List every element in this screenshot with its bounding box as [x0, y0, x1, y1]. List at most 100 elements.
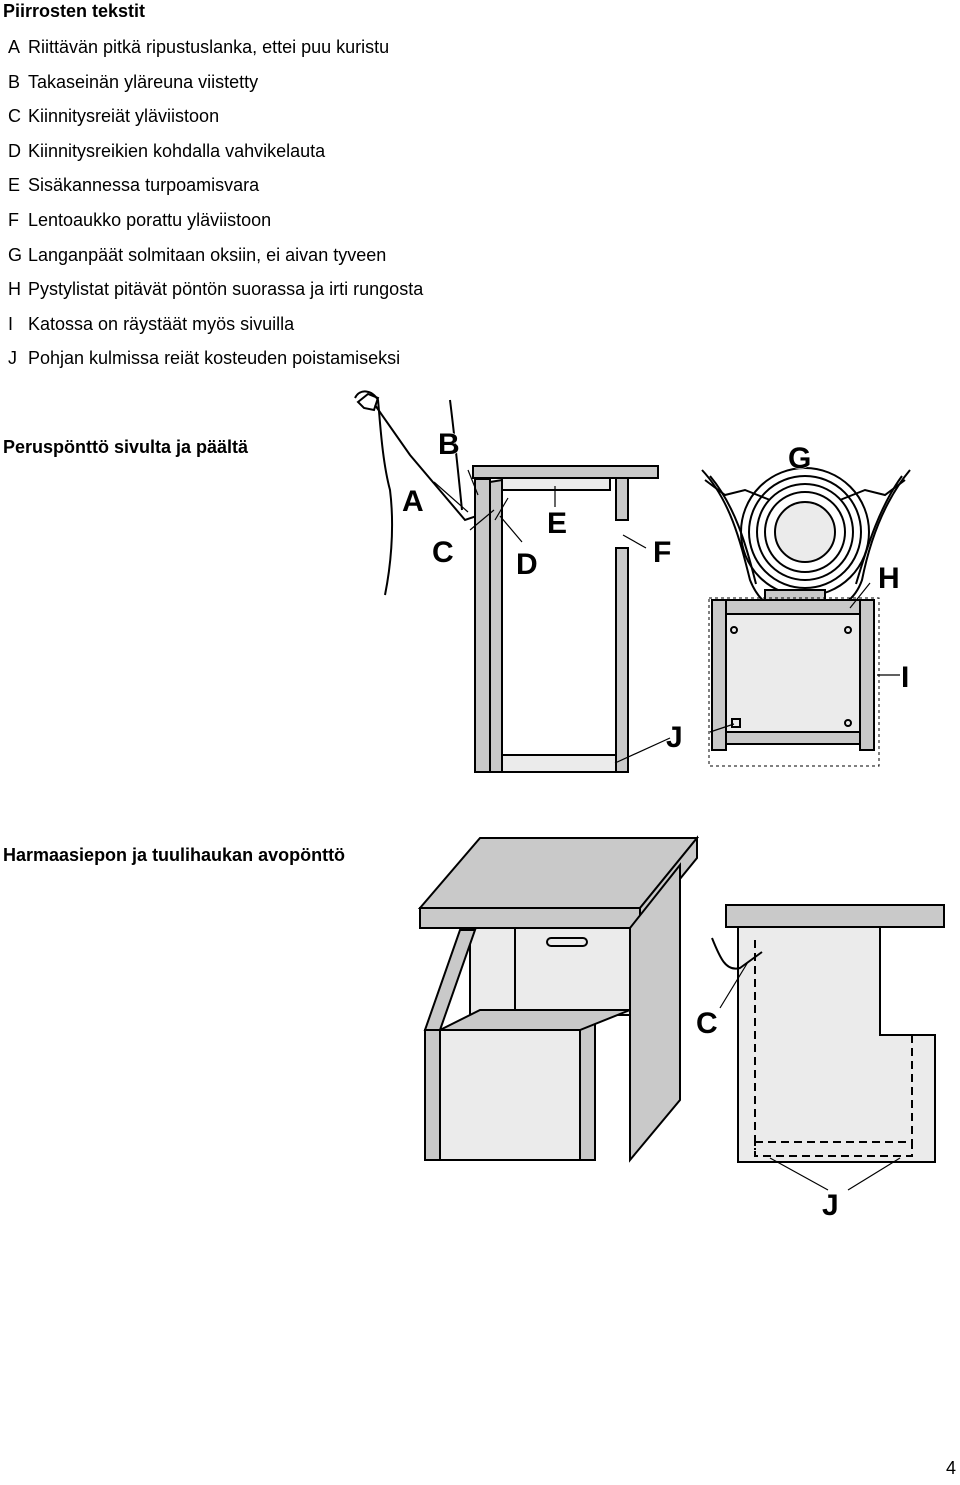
label-D: D [516, 548, 538, 581]
leader-J [709, 723, 735, 733]
wire-knot [356, 392, 380, 412]
front-wall-upper [615, 477, 629, 521]
legend-item: F Lentoaukko porattu yläviistoon [8, 209, 423, 244]
screw-icon [730, 626, 738, 634]
box-body [737, 926, 936, 1163]
front-lower-wall [439, 1029, 581, 1161]
legend-list: A Riittävän pitkä ripustuslanka, ettei pu… [8, 36, 423, 382]
open-box-perspective-diagram [417, 835, 700, 1163]
legend-letter: I [8, 313, 14, 334]
mounting-hole-C [494, 497, 509, 521]
roof-front-edge [419, 907, 641, 929]
hanging-wire [711, 937, 763, 970]
section-title-basic-box: Peruspönttö sivulta ja päältä [3, 437, 249, 457]
legend-text: Kiinnitysreikien kohdalla vahvikelauta [28, 140, 326, 161]
box-top-panel [725, 601, 861, 745]
leader-B [467, 469, 479, 496]
wire-right-2 [855, 475, 903, 585]
front-wall-top-edge [439, 1009, 631, 1031]
leader-J-left [769, 1157, 829, 1191]
leader-D [499, 515, 523, 543]
legend-letter: A [8, 37, 21, 57]
legend-letter: C [8, 106, 21, 127]
legend-text: Pohjan kulmissa reiät kosteuden poistami… [28, 348, 401, 369]
label-J: J [822, 1189, 839, 1222]
handle-icon [546, 937, 588, 947]
leader-A [433, 481, 469, 513]
legend-item: D Kiinnitysreikien kohdalla vahvikelauta [8, 140, 423, 175]
label-E: E [547, 507, 567, 540]
legend-title: Piirrosten tekstit [3, 1, 146, 21]
tree-trunk-outline [354, 390, 394, 596]
front-post-left [424, 1029, 441, 1161]
panel-bottom-edge [725, 731, 861, 745]
legend-letter: J [8, 348, 17, 369]
open-box-side-diagram: C J [695, 904, 945, 1223]
legend-item: E Sisäkannessa turpoamisvara [8, 174, 423, 209]
roof-board [472, 465, 659, 479]
roof-outline-dashed [708, 597, 880, 767]
legend-text: Langanpäät solmitaan oksiin, ei aivan ty… [28, 244, 387, 265]
section-title-open-box: Harmaasiepon ja tuulihaukan avopönttö [3, 845, 346, 865]
roof-board [725, 904, 945, 928]
leader-C [719, 961, 749, 1009]
label-I: I [901, 661, 909, 694]
basic-box-top-diagram: G H I J [665, 441, 911, 767]
legend-text: Riittävän pitkä ripustuslanka, ettei puu… [28, 37, 390, 57]
label-H: H [878, 562, 900, 595]
legend-item: I Katossa on räystäät myös sivuilla [8, 313, 423, 348]
tree-trunk-ring-3 [756, 483, 854, 581]
back-wall [474, 478, 491, 773]
legend-letter: G [8, 244, 23, 265]
legend-item: H Pystylistat pitävät pöntön suorassa ja … [8, 278, 423, 313]
left-side-wall [423, 929, 477, 1031]
label-F: F [653, 536, 671, 569]
legend-text: Takaseinän yläreuna viistetty [28, 71, 259, 92]
label-J: J [666, 721, 683, 754]
label-C: C [696, 1007, 718, 1040]
leader-C [469, 509, 495, 531]
legend-item: C Kiinnitysreiät yläviistoon [8, 105, 423, 140]
legend-letter: B [8, 71, 21, 92]
legend-letter: D [8, 140, 21, 161]
knot-left [704, 479, 771, 501]
legend-text: Katossa on räystäät myös sivuilla [28, 313, 295, 334]
inner-lid [501, 477, 611, 491]
leader-J-right [847, 1157, 901, 1191]
basic-box-side-diagram: A B C D E F [354, 390, 672, 773]
floor-dashed [754, 1141, 913, 1157]
screw-icon [844, 626, 852, 634]
wire-left-2 [709, 475, 757, 585]
tree-trunk-ring-2 [748, 475, 862, 589]
front-wall-lower [615, 547, 629, 773]
legend-text: Pystylistat pitävät pöntön suorassa ja i… [28, 279, 424, 300]
drain-hole-J [731, 718, 741, 728]
leader-J [614, 737, 671, 764]
panel-top-edge [725, 599, 861, 615]
label-C: C [432, 536, 454, 569]
label-B: B [438, 428, 460, 461]
legend-letter: E [8, 175, 21, 196]
legend-letter: H [8, 279, 21, 300]
knot-right [839, 479, 906, 501]
front-post-right [579, 1018, 596, 1161]
vertical-strip-right [859, 599, 875, 751]
screw-icon [844, 719, 852, 727]
tree-trunk-core [774, 501, 836, 563]
reinforcement-board [489, 478, 503, 773]
legend-letter: F [8, 209, 19, 230]
leader-H [849, 582, 871, 609]
floor-board [501, 754, 617, 773]
legend-text: Kiinnitysreiät yläviistoon [28, 106, 220, 127]
page-number: 4 [945, 1458, 956, 1478]
label-G: G [788, 442, 811, 475]
legend-item: A Riittävän pitkä ripustuslanka, ettei pu… [8, 36, 423, 71]
legend-text: Sisäkannessa turpoamisvara [28, 175, 260, 196]
label-A: A [402, 485, 424, 518]
legend-text: Lentoaukko porattu yläviistoon [28, 209, 272, 230]
side-wall-right [629, 862, 681, 1163]
leader-F [622, 534, 647, 549]
legend-item: J Pohjan kulmissa reiät kosteuden poistam… [8, 347, 423, 382]
tree-trunk-right [449, 399, 463, 511]
